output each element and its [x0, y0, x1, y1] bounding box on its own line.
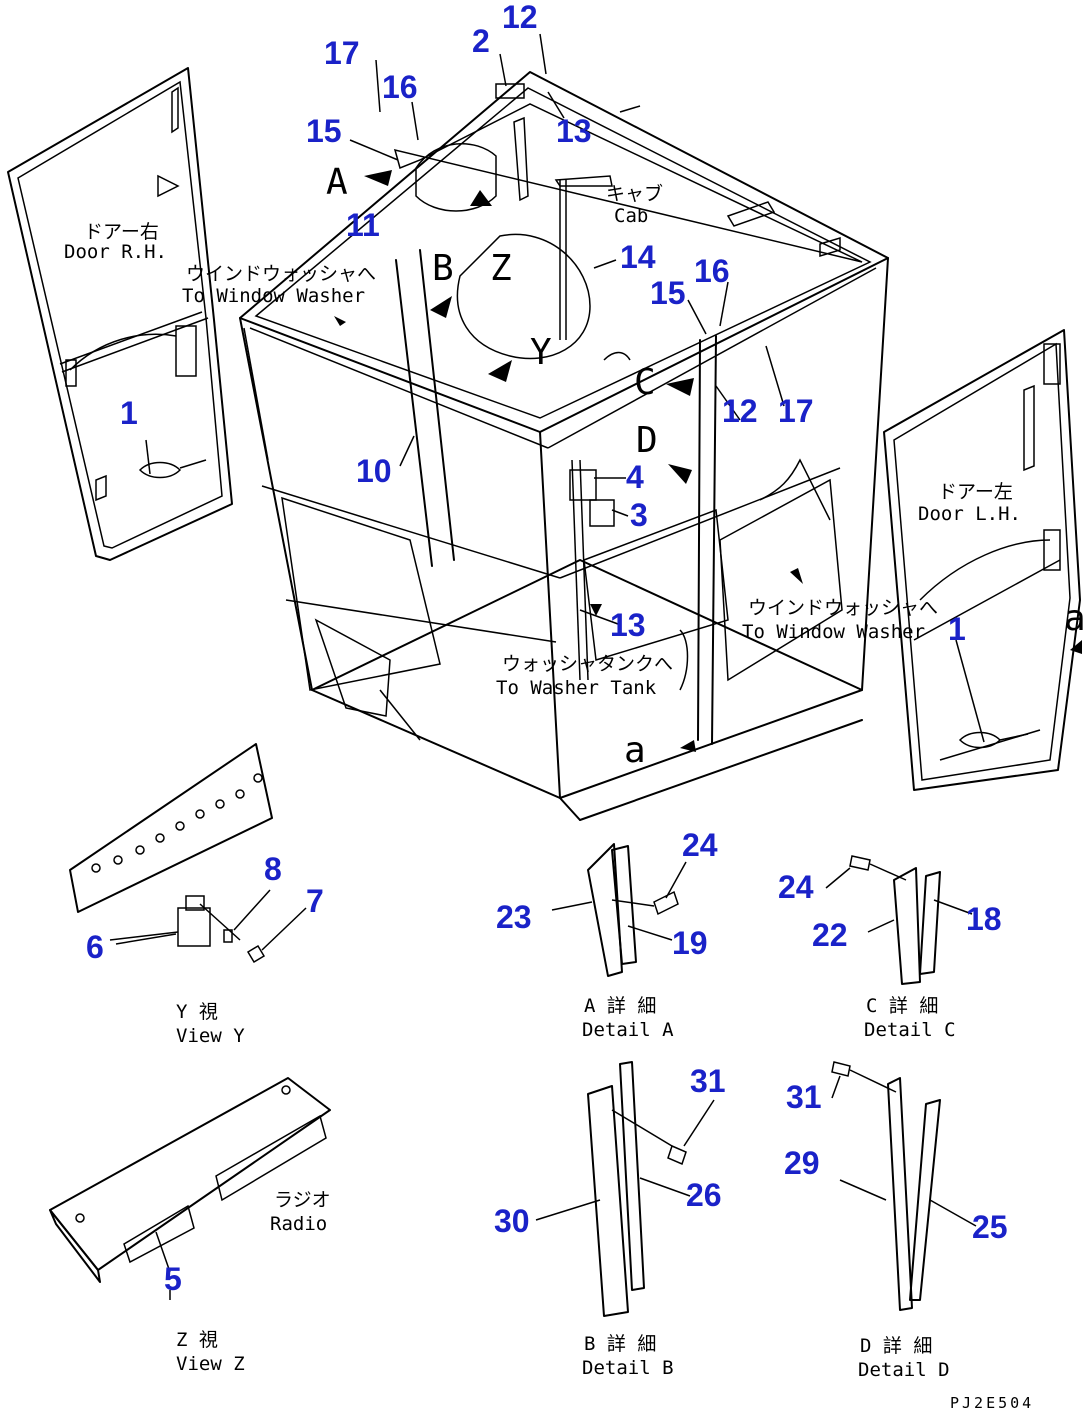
part-number-1-right: 1: [948, 611, 966, 647]
letter-d: D: [636, 420, 658, 461]
part-number-16-right: 16: [694, 253, 730, 289]
door-rh-en-label: Door R.H.: [64, 241, 167, 263]
cab-en-label: Cab: [614, 205, 648, 227]
to-window-washer-jp-2: ウインドウォッシャへ: [748, 597, 938, 619]
letter-z: Z: [490, 248, 512, 289]
letter-a: A: [326, 162, 348, 203]
diagram-labels: ドアー右 Door R.H. キャブ Cab ドアー左 Door L.H. ウイ…: [64, 162, 1086, 1412]
door-lh-drawing: [883, 329, 1081, 791]
letter-b: B: [432, 248, 454, 289]
detail-c-jp-label: C 詳 細: [866, 995, 938, 1017]
part-number-8: 8: [264, 851, 282, 887]
detail-a-en-label: Detail A: [582, 1019, 674, 1041]
part-number-13-top: 13: [556, 113, 592, 149]
part-number-16-left: 16: [382, 69, 418, 105]
part-number-4: 4: [626, 459, 644, 495]
to-window-washer-en-1: To Window Washer: [182, 285, 365, 307]
door-rh-drawing: [7, 67, 233, 561]
letter-a-small-2: a: [1064, 598, 1086, 639]
detail-a-drawing: [587, 843, 679, 977]
letter-c: C: [634, 362, 656, 403]
door-lh-en-label: Door L.H.: [918, 503, 1021, 525]
part-number-18: 18: [966, 901, 1002, 937]
part-number-2: 2: [472, 23, 490, 59]
part-number-6: 6: [86, 929, 104, 965]
part-number-10: 10: [356, 453, 392, 489]
part-number-25: 25: [972, 1209, 1008, 1245]
cab-drawing: [239, 71, 889, 821]
detail-a-jp-label: A 詳 細: [584, 995, 656, 1017]
part-number-7: 7: [306, 883, 324, 919]
part-number-30: 30: [494, 1203, 530, 1239]
part-number-12-mid: 12: [722, 393, 758, 429]
part-number-15-left: 15: [306, 113, 342, 149]
part-number-15-right: 15: [650, 275, 686, 311]
drawing-code: PJ2E504: [950, 1394, 1034, 1412]
part-number-17-right: 17: [778, 393, 814, 429]
leader-lines: [115, 33, 985, 1227]
part-number-31-detail-d: 31: [786, 1079, 822, 1115]
part-number-19: 19: [672, 925, 708, 961]
detail-d-drawing: [831, 1061, 941, 1311]
to-washer-tank-jp: ウォッシャタンクへ: [502, 653, 673, 675]
radio-jp-label: ラジオ: [274, 1189, 331, 1211]
detail-b-en-label: Detail B: [582, 1357, 674, 1379]
part-number-callouts: 1 1 2 3 4 5 6 7 8 10 11 12 12 13 13 14 1…: [86, 0, 1008, 1297]
part-number-14: 14: [620, 239, 656, 275]
view-z-jp-label: Z 視: [176, 1329, 218, 1351]
detail-c-en-label: Detail C: [864, 1019, 956, 1041]
view-z-en-label: View Z: [176, 1353, 245, 1375]
detail-d-en-label: Detail D: [858, 1359, 950, 1381]
door-rh-jp-label: ドアー右: [84, 221, 159, 243]
view-z-drawing: [49, 1077, 331, 1300]
part-number-13-mid: 13: [610, 607, 646, 643]
detail-d-jp-label: D 詳 細: [860, 1335, 932, 1357]
part-number-31-detail-b: 31: [690, 1063, 726, 1099]
letter-y: Y: [530, 332, 552, 373]
part-number-23: 23: [496, 899, 532, 935]
part-number-24-detail-a: 24: [682, 827, 718, 863]
part-number-22: 22: [812, 917, 848, 953]
detail-b-jp-label: B 詳 細: [584, 1333, 656, 1355]
view-y-jp-label: Y 視: [176, 1001, 218, 1023]
to-window-washer-en-2: To Window Washer: [742, 621, 925, 643]
callout-arrows: [334, 170, 1082, 752]
part-number-12-top: 12: [502, 0, 538, 35]
door-lh-jp-label: ドアー左: [938, 481, 1013, 503]
cab-jp-label: キャブ: [606, 182, 663, 205]
radio-en-label: Radio: [270, 1213, 327, 1235]
part-number-5: 5: [164, 1261, 182, 1297]
view-y-drawing: [69, 743, 273, 964]
detail-c-drawing: [849, 855, 941, 985]
part-number-17-left: 17: [324, 35, 360, 71]
part-number-11: 11: [346, 207, 380, 243]
part-number-1-left: 1: [120, 395, 138, 431]
part-number-29: 29: [784, 1145, 820, 1181]
part-number-26: 26: [686, 1177, 722, 1213]
view-y-en-label: View Y: [176, 1025, 245, 1047]
to-window-washer-jp-1: ウインドウォッシャへ: [186, 263, 376, 285]
detail-b-drawing: [587, 1061, 687, 1317]
to-washer-tank-en: To Washer Tank: [496, 677, 657, 699]
letter-a-small: a: [624, 730, 646, 771]
part-number-3: 3: [630, 497, 648, 533]
part-number-24-detail-c: 24: [778, 869, 814, 905]
